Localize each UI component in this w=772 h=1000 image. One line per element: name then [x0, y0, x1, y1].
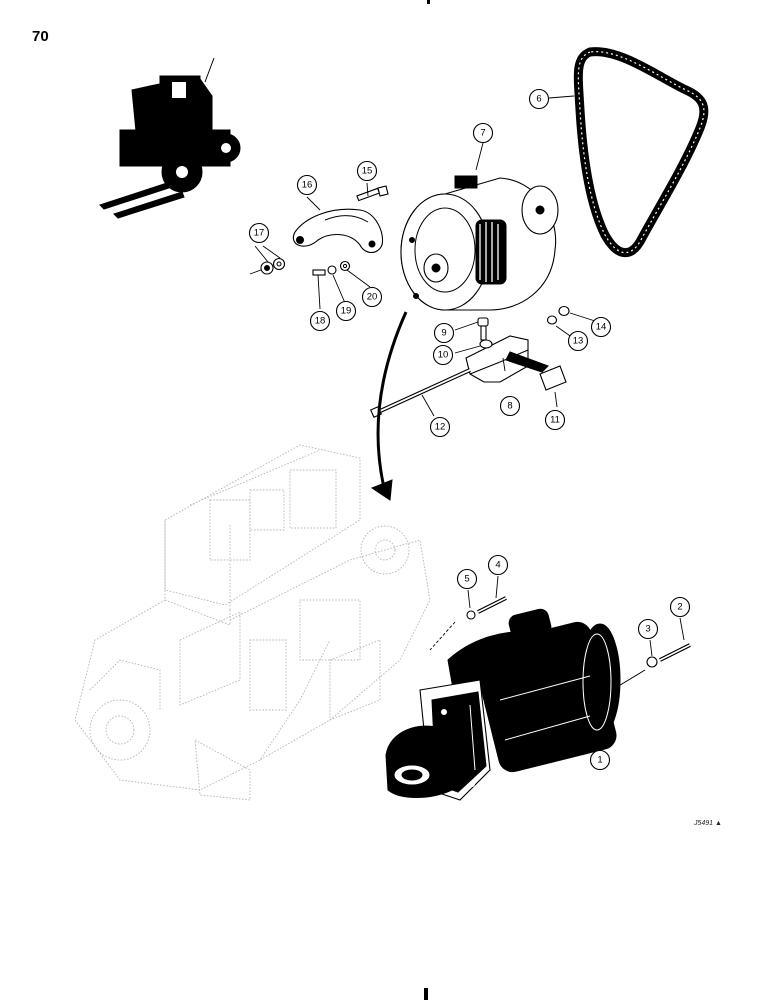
page-top-mark — [427, 0, 430, 4]
callout-4: 4 — [487, 554, 509, 576]
callout-6: 6 — [528, 88, 550, 110]
callout-13: 13 — [567, 330, 589, 352]
callout-18: 18 — [309, 310, 331, 332]
callout-2-label: 2 — [677, 602, 682, 613]
callout-4-label: 4 — [495, 560, 500, 571]
callout-15: 15 — [356, 160, 378, 182]
callout-9: 9 — [433, 322, 455, 344]
leader-lines — [254, 95, 685, 749]
strap-hardware — [249, 185, 389, 276]
callout-17: 17 — [248, 222, 270, 244]
callout-19: 19 — [335, 300, 357, 322]
callout-3-label: 3 — [645, 624, 650, 635]
callout-20-label: 20 — [367, 292, 378, 303]
alternator — [400, 175, 559, 311]
callout-12-label: 12 — [435, 422, 446, 433]
callout-14-label: 14 — [596, 322, 607, 333]
page-bottom-mark — [424, 988, 428, 1000]
callout-16: 16 — [296, 174, 318, 196]
starter-hardware — [429, 596, 691, 691]
figure-code: J5491 ▲ — [694, 820, 722, 827]
callout-18-label: 18 — [315, 316, 326, 327]
callout-13-label: 13 — [573, 336, 584, 347]
callout-7-label: 7 — [480, 128, 485, 139]
forklift-icon — [99, 57, 241, 219]
drive-belt — [573, 47, 709, 258]
callout-8: 8 — [499, 395, 521, 417]
callout-8-label: 8 — [507, 401, 512, 412]
callout-7: 7 — [472, 122, 494, 144]
engine-outline — [74, 444, 431, 801]
callout-5-label: 5 — [464, 574, 469, 585]
starter-motor — [385, 608, 621, 801]
callout-19-label: 19 — [341, 306, 352, 317]
callout-14: 14 — [590, 316, 612, 338]
callout-17-label: 17 — [254, 228, 265, 239]
callout-12: 12 — [429, 416, 451, 438]
callout-15-label: 15 — [362, 166, 373, 177]
callout-11-label: 11 — [550, 415, 560, 426]
page-number: 70 — [32, 28, 49, 45]
callout-20: 20 — [361, 286, 383, 308]
callout-10: 10 — [432, 344, 454, 366]
callout-16-label: 16 — [302, 180, 313, 191]
callout-5: 5 — [456, 568, 478, 590]
adjusting-strap — [292, 208, 384, 254]
callout-6-label: 6 — [536, 94, 541, 105]
callout-2: 2 — [669, 596, 691, 618]
callout-1-label: 1 — [597, 755, 602, 766]
callout-3: 3 — [637, 618, 659, 640]
callout-1: 1 — [589, 749, 611, 771]
callout-9-label: 9 — [441, 328, 446, 339]
callout-10-label: 10 — [438, 350, 449, 361]
assembly-arrow — [370, 311, 408, 501]
callout-11: 11 — [544, 409, 566, 431]
mounting-bracket — [465, 305, 570, 391]
